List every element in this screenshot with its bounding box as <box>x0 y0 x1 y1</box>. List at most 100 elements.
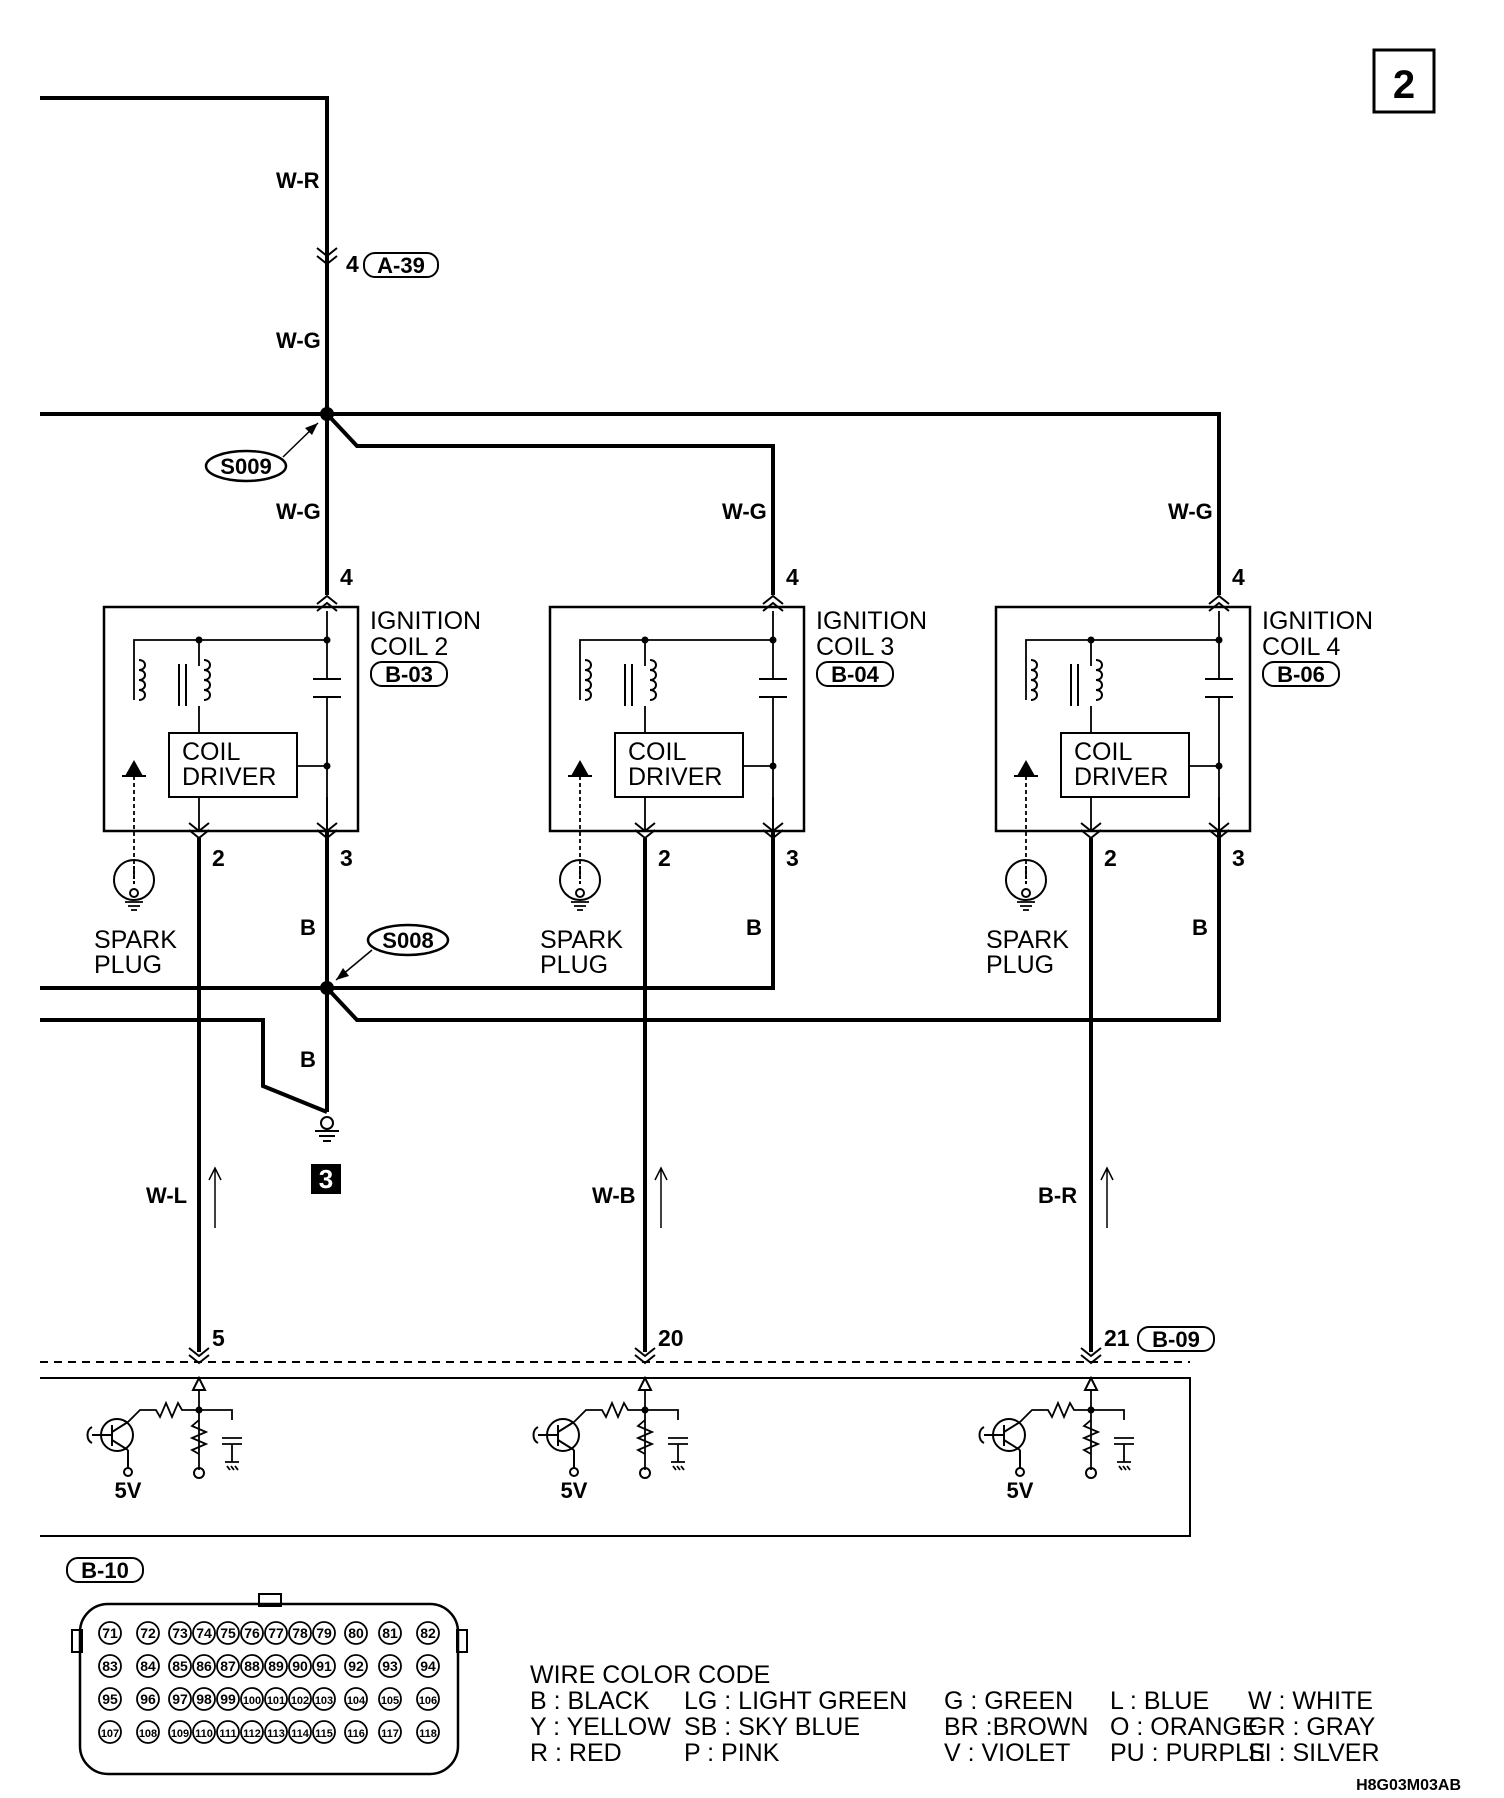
wire-color-code-entry: Y : YELLOW <box>530 1713 671 1741</box>
connector-b10-pin-82 <box>416 1621 440 1645</box>
connector-b10-pin-label-102: 102 <box>291 1695 309 1707</box>
spark-plug-2-icon <box>113 859 155 911</box>
coil-4-pin-signal: 2 <box>1104 845 1117 871</box>
ecu-box <box>40 1361 1191 1537</box>
connector-b10-pin-74 <box>192 1621 216 1645</box>
connector-b10-pin-label-82: 82 <box>420 1625 436 1641</box>
ecu-pin-21: 21 <box>1104 1325 1130 1351</box>
connector-b10-pin-117 <box>378 1720 402 1744</box>
connector-b10-pin-label-108: 108 <box>139 1728 157 1740</box>
ground-wire-color: B <box>300 1047 316 1072</box>
connector-b10-pin-label-90: 90 <box>292 1658 308 1674</box>
connector-b10-pin-103 <box>312 1687 336 1711</box>
connector-b10-pin-97 <box>168 1687 192 1711</box>
connector-b10-pin-113 <box>264 1720 288 1744</box>
connector-b10-pin-91 <box>312 1654 336 1678</box>
wire-color-code-entry: GR : GRAY <box>1248 1713 1376 1741</box>
connector-b10-pin-label-118: 118 <box>419 1728 437 1740</box>
connector-b10-pin-96 <box>136 1687 160 1711</box>
coil-4-title-2: COIL 4 <box>1262 633 1340 661</box>
connector-b10-pin-label-101: 101 <box>267 1695 285 1707</box>
connector-b10-pin-85 <box>168 1654 192 1678</box>
connector-b10-pin-106 <box>416 1687 440 1711</box>
coil-2-pin-signal: 2 <box>212 845 225 871</box>
connector-b10-pin-76 <box>240 1621 264 1645</box>
wire-color-code-entry: SB : SKY BLUE <box>684 1713 860 1741</box>
connector-b10-pin-92 <box>344 1654 368 1678</box>
connector-b10-pin-110 <box>192 1720 216 1744</box>
signal-wire-b-r: B-R <box>1038 1183 1077 1208</box>
spark-plug-3-icon <box>559 859 601 911</box>
connector-b10-pin-label-104: 104 <box>347 1695 366 1707</box>
coil-3-driver-1: COIL <box>628 738 686 766</box>
connector-b10-pin-label-115: 115 <box>315 1728 333 1740</box>
connector-b10-pin-label-78: 78 <box>292 1625 308 1641</box>
connector-b10-pin-label-88: 88 <box>244 1658 260 1674</box>
spark-plug-3-label-2: PLUG <box>540 951 608 979</box>
connector-b10-pin-label-71: 71 <box>102 1625 118 1641</box>
ecu-connector-b09: B-09 <box>1152 1327 1200 1352</box>
wire-color-code-title: WIRE COLOR CODE <box>530 1661 770 1689</box>
connector-b10-pin-label-83: 83 <box>102 1658 118 1674</box>
wire-color-code-entry: G : GREEN <box>944 1687 1073 1715</box>
coil-4-title-1: IGNITION <box>1262 607 1373 635</box>
coil-3-title-1: IGNITION <box>816 607 927 635</box>
coil-3-ground-color: B <box>746 915 762 940</box>
coil-3-title-2: COIL 3 <box>816 633 894 661</box>
ecu-5v-1: 5V <box>115 1478 142 1503</box>
connector-b10-pin-label-97: 97 <box>172 1691 188 1707</box>
connector-b10-pin-label-81: 81 <box>382 1625 398 1641</box>
ignition-coil-4: W-G 4 IGNITION COIL 4 B-06 COIL DRIVER 2… <box>986 499 1373 979</box>
ground-point-marker <box>311 1164 341 1194</box>
ecu-pin-20: 20 <box>658 1325 684 1351</box>
connector-b10-pin-79 <box>312 1621 336 1645</box>
signal-wire-w-l: W-L <box>146 1183 187 1208</box>
coil-2-driver-2: DRIVER <box>182 763 276 791</box>
top-feed-wire: W-R 4 A-39 W-G <box>40 96 439 410</box>
ecu-circuit-2: 5V <box>532 1375 688 1503</box>
connector-b10-pin-label-95: 95 <box>102 1691 118 1707</box>
wire-color-w-r: W-R <box>276 168 320 193</box>
signal-wire-w-b: W-B <box>592 1183 636 1208</box>
wire-color-code-entry: L : BLUE <box>1110 1687 1209 1715</box>
connector-b10-pin-label-113: 113 <box>267 1728 285 1740</box>
coil-3-pin-ground: 3 <box>786 845 799 871</box>
coil-2-title-2: COIL 2 <box>370 633 448 661</box>
connector-b10-pin-label-75: 75 <box>220 1625 236 1641</box>
connector-b10-pin-label-109: 109 <box>171 1728 189 1740</box>
coil-4-connector: B-06 <box>1277 662 1325 687</box>
ignition-coil-2: W-G 4 IGNITION COIL 2 B-03 COIL DRIVER 2… <box>94 499 481 979</box>
coil-4-ground-color: B <box>1192 915 1208 940</box>
connector-b10-pin-label-93: 93 <box>382 1658 398 1674</box>
connector-b10-pin-99 <box>216 1687 240 1711</box>
connector-chevron <box>316 247 338 266</box>
page-number: 2 <box>1393 63 1415 107</box>
supply-bus: S009 <box>40 407 1221 595</box>
wire-color-code-entry: SI : SILVER <box>1248 1739 1380 1767</box>
connector-b10-pin-label-85: 85 <box>172 1658 188 1674</box>
connector-b10-pin-78 <box>288 1621 312 1645</box>
diagram-code: H8G03M03AB <box>1356 1777 1461 1794</box>
coil-3-driver-2: DRIVER <box>628 763 722 791</box>
coil-4-pin-ground: 3 <box>1232 845 1245 871</box>
connector-b10-pin-87 <box>216 1654 240 1678</box>
connector-b10-pin-label-77: 77 <box>268 1625 284 1641</box>
ecu-pin-5: 5 <box>212 1325 225 1351</box>
connector-b10-pin-81 <box>378 1621 402 1645</box>
spark-plug-2-label-1: SPARK <box>94 926 177 954</box>
connector-b10-pin-label-106: 106 <box>419 1695 437 1707</box>
connector-a39: A-39 <box>377 253 425 278</box>
wire-color-code-entry: O : ORANGE <box>1110 1713 1259 1741</box>
coil-4-supply-color: W-G <box>1168 499 1213 524</box>
connector-b10-pin-104 <box>344 1687 368 1711</box>
connector-b10-pin-98 <box>192 1687 216 1711</box>
connector-b10-pin-102 <box>288 1687 312 1711</box>
connector-b10-pin-label-100: 100 <box>243 1695 261 1707</box>
coil-4-pin-supply: 4 <box>1232 564 1245 590</box>
wire-color-code-entry: P : PINK <box>684 1739 780 1767</box>
connector-b10-pin-83 <box>98 1654 122 1678</box>
